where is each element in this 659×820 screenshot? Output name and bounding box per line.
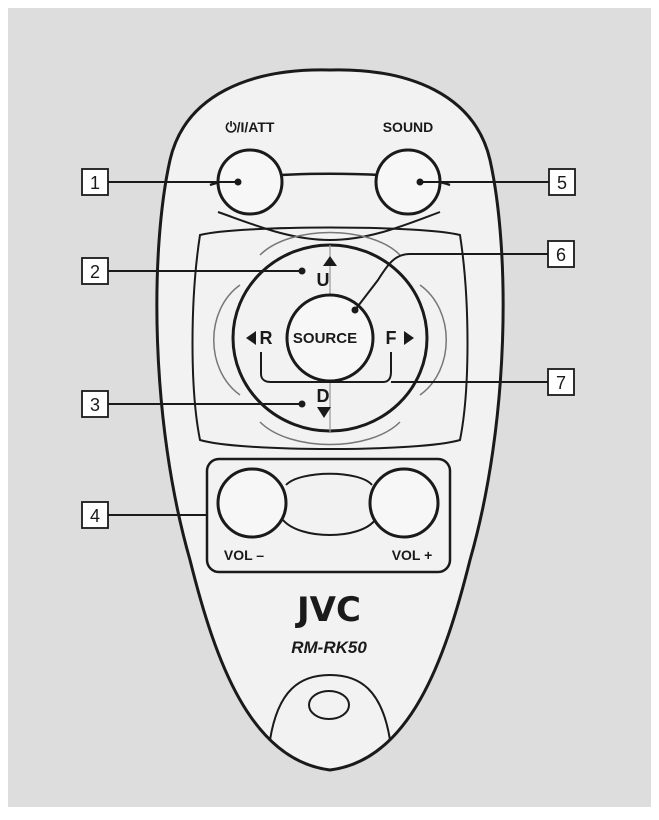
callout-1: 1 [81,168,109,196]
callout-5: 5 [548,168,576,196]
callout-7-number: 7 [556,373,566,393]
down-button-label[interactable]: D [317,386,330,406]
callout-5-number: 5 [557,173,567,193]
callout-2: 2 [81,257,109,285]
vol-up-button[interactable] [368,467,440,539]
rewind-arrow-icon [246,331,256,345]
rewind-button-label[interactable]: R [260,328,273,348]
dpad-left-leaf [213,284,241,396]
battery-compartment-slot [308,690,350,720]
volume-bridge-contour [282,519,376,536]
callout-2-dot [298,267,306,275]
vol-down-button[interactable] [216,467,288,539]
dpad-top-leaf [259,231,401,256]
sound-label: SOUND [383,119,434,135]
callout-1-dot [234,178,242,186]
callout-6-leader [354,253,548,311]
model-number: RM-RK50 [291,638,367,657]
dpad-right-leaf [419,284,447,396]
callout-4: 4 [81,501,109,529]
battery-compartment [269,673,391,741]
down-arrow-icon [317,407,331,418]
top-panel-lower-contour [217,211,441,242]
vol-up-label: VOL + [392,547,433,563]
callout-3-dot [298,400,306,408]
callout-3-number: 3 [90,395,100,415]
callout-7-bracket [260,352,392,383]
up-arrow-icon [323,256,337,266]
callout-5-dot [416,178,424,186]
callout-2-number: 2 [90,262,100,282]
callout-6-number: 6 [556,245,566,265]
callout-6: 6 [547,240,575,268]
callout-7: 7 [547,368,575,396]
forward-button-label[interactable]: F [386,328,397,348]
callout-6-dot [351,306,359,314]
vol-down-label: VOL – [224,547,264,563]
volume-upper-contour [285,472,373,486]
callout-3: 3 [81,390,109,418]
dpad-bottom-leaf [259,421,401,446]
up-button-label[interactable]: U [317,270,330,290]
forward-arrow-icon [404,331,414,345]
power-att-label: ⏻/I/ATT [226,119,275,135]
source-label: SOURCE [293,330,357,347]
dpad-outer-contour [191,226,469,450]
callout-4-number: 4 [90,506,100,526]
callout-1-number: 1 [90,173,100,193]
brand-logo: JVC [295,590,361,630]
